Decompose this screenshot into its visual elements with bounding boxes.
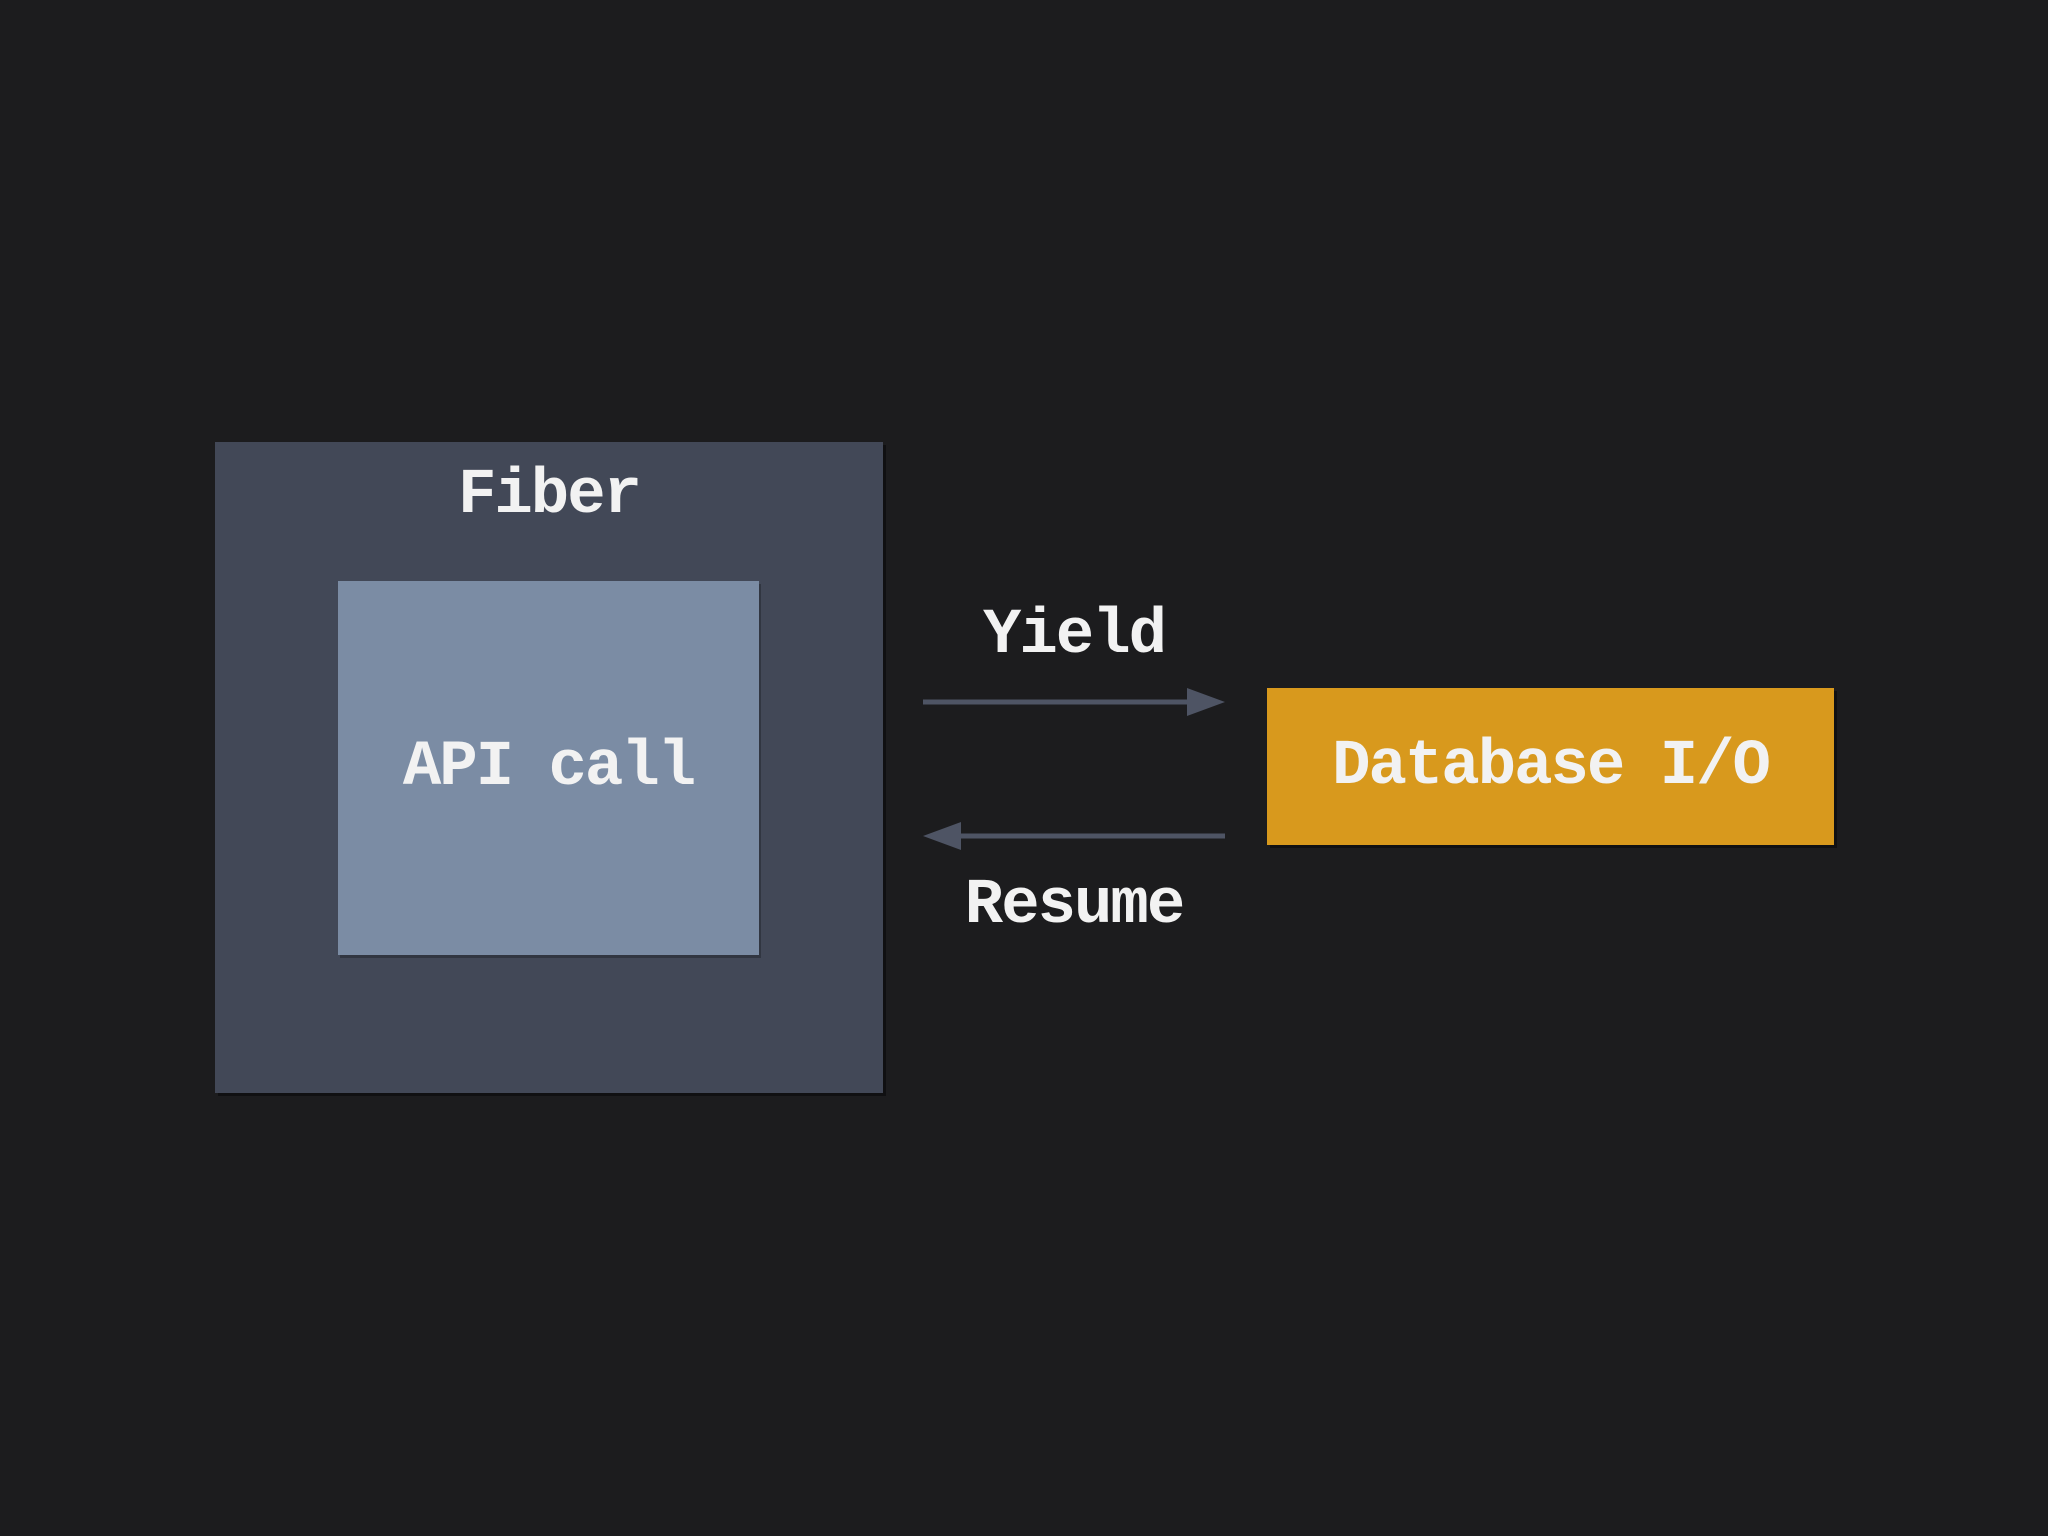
api-call-box-label: API call [402, 732, 696, 804]
yield-label: Yield [982, 600, 1167, 672]
database-io-box: Database I/O [1267, 688, 1834, 845]
fiber-box-label: Fiber [457, 460, 642, 532]
database-io-box-label: Database I/O [1332, 730, 1771, 803]
yield-arrow-right-icon [923, 688, 1225, 716]
resume-label: Resume [964, 870, 1185, 942]
resume-arrowhead-icon [923, 822, 961, 850]
fiber-box: Fiber API call [215, 442, 883, 1093]
api-call-box: API call [338, 581, 759, 955]
yield-arrowhead-icon [1187, 688, 1225, 716]
resume-arrow-left-icon [923, 822, 1225, 850]
